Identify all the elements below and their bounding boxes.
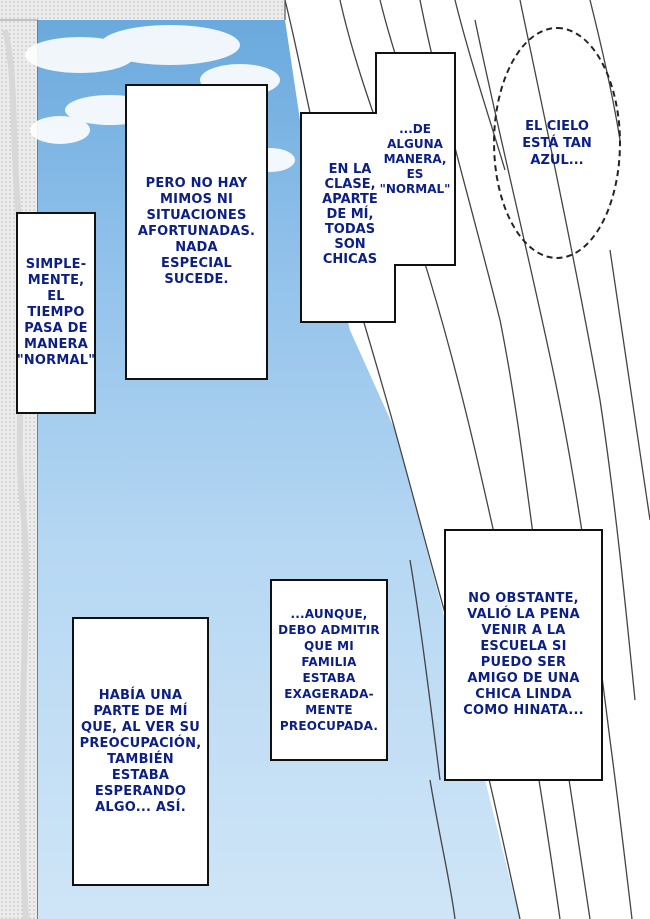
caption-aunque: ...AUNQUE, DEBO ADMITIR QUE MI FAMILIA E…: [270, 579, 388, 761]
caption-habia-una-parte: HABÍA UNA PARTE DE MÍ QUE, AL VER SU PRE…: [72, 617, 209, 886]
caption-simplemente: SIMPLE- MENTE, EL TIEMPO PASA DE MANERA …: [16, 212, 96, 414]
caption-en-la-clase: EN LA CLASE, APARTE DE MÍ, TODAS SON CHI…: [322, 162, 378, 267]
caption-pero-no-hay: PERO NO HAY MIMOS NI SITUACIONES AFORTUN…: [125, 84, 268, 380]
caption-de-alguna-manera: ...DE ALGUNA MANERA, ES "NORMAL": [379, 122, 451, 196]
window-frame-left: [0, 0, 285, 919]
caption-no-obstante: NO OBSTANTE, VALIÓ LA PENA VENIR A LA ES…: [444, 529, 603, 781]
thought-bubble-cielo: EL CIELO ESTÁ TAN AZUL...: [493, 27, 621, 259]
caption-stack-frame: [300, 52, 456, 323]
